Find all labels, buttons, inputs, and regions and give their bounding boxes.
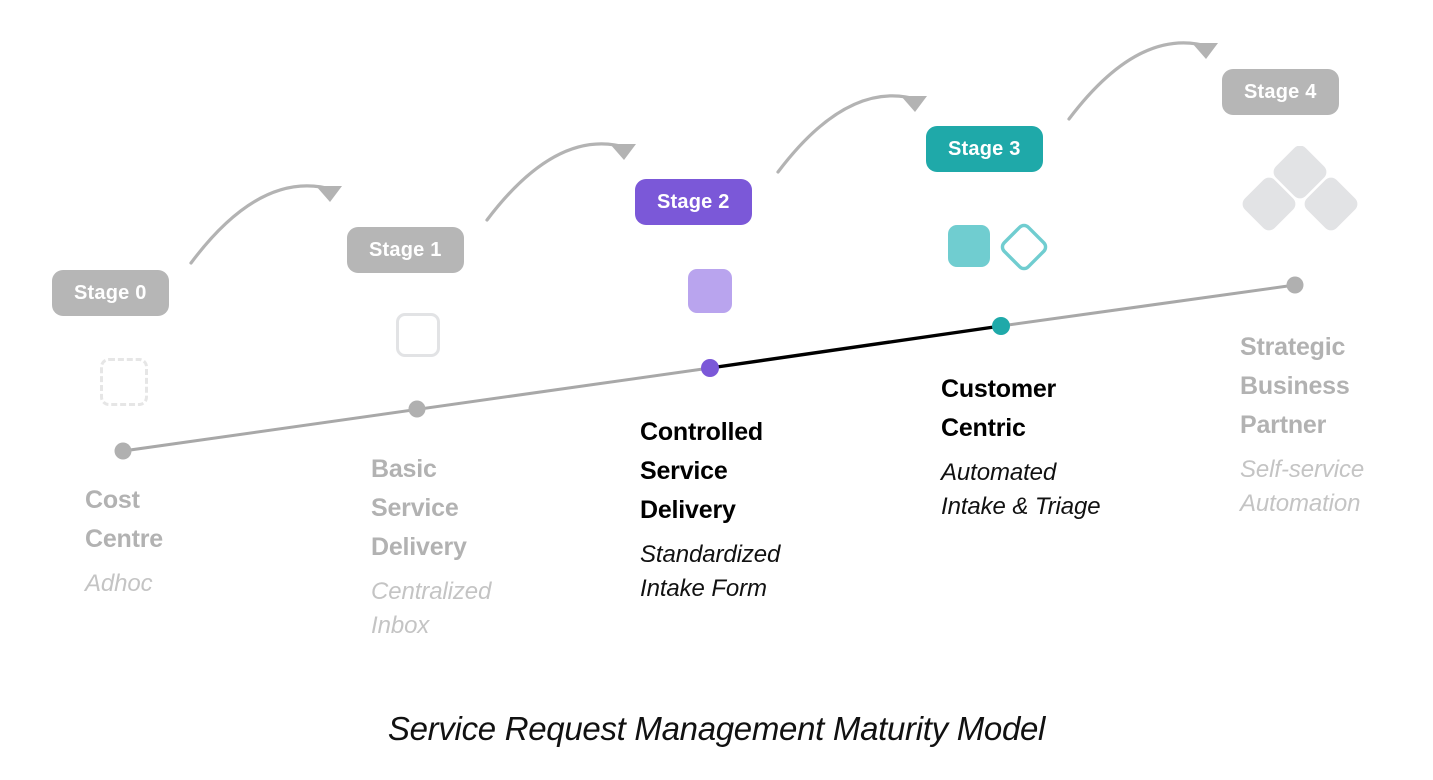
data-point-stage-4 (1286, 276, 1304, 294)
stage-title-0: Cost Centre (85, 486, 163, 553)
stage-badge-4[interactable]: Stage 4 (1222, 69, 1339, 115)
stage-icon-3 (948, 222, 1056, 271)
stage-badge-label: Stage 1 (369, 238, 442, 261)
curved-arrow-2-to-3 (776, 94, 927, 174)
data-point-stage-3 (992, 317, 1010, 335)
dashed-rounded-square-icon (100, 358, 148, 406)
stage-text-0: Cost Centre Adhoc (85, 481, 315, 601)
filled-rounded-square-icon (948, 225, 990, 267)
stage-title-3: Customer Centric (941, 375, 1057, 442)
stage-text-4: Strategic Business Partner Self-service … (1240, 328, 1433, 521)
stage-icon-1 (396, 313, 440, 357)
filled-rounded-square-icon (688, 269, 732, 313)
stage-subtitle-1: Centralized Inbox (371, 578, 492, 639)
data-point-stage-0 (114, 442, 132, 460)
stage-subtitle-4: Self-service Automation (1240, 456, 1365, 517)
stage-badge-label: Stage 0 (74, 281, 147, 304)
stage-text-1: Basic Service Delivery Centralized Inbox (371, 450, 601, 643)
curved-arrow-0-to-1 (189, 184, 342, 265)
stage-badge-2[interactable]: Stage 2 (635, 179, 752, 225)
stage-badge-label: Stage 4 (1244, 80, 1317, 103)
stage-title-1: Basic Service Delivery (371, 455, 467, 561)
outlined-rounded-square-icon (396, 313, 440, 357)
stage-title-4: Strategic Business Partner (1240, 333, 1350, 439)
outlined-diamond-icon (1000, 223, 1048, 271)
stage-subtitle-0: Adhoc (85, 570, 153, 597)
stage-badge-label: Stage 3 (948, 137, 1021, 160)
diagram-caption: Service Request Management Maturity Mode… (387, 710, 1046, 747)
three-diamond-cluster-icon (1242, 145, 1358, 231)
curved-arrow-1-to-2 (485, 142, 636, 222)
data-point-stage-1 (408, 400, 426, 418)
trendline-segment-active (709, 324, 1002, 370)
stage-badge-1[interactable]: Stage 1 (347, 227, 464, 273)
stage-subtitle-2: Standardized Intake Form (640, 541, 781, 602)
curved-arrow-3-to-4 (1067, 41, 1218, 121)
stage-badge-3[interactable]: Stage 3 (926, 126, 1043, 172)
stage-badge-0[interactable]: Stage 0 (52, 270, 169, 316)
stage-subtitle-3: Automated Intake & Triage (941, 459, 1101, 520)
stage-icon-4 (1238, 145, 1358, 246)
stage-title-2: Controlled Service Delivery (640, 418, 763, 524)
stage-badge-label: Stage 2 (657, 190, 730, 213)
stage-text-3: Customer Centric Automated Intake & Tria… (941, 370, 1191, 524)
stage-icon-2 (688, 269, 732, 313)
data-point-stage-2 (701, 359, 719, 377)
trendline-segment-inactive-right (1000, 283, 1296, 328)
stage-icon-0 (100, 358, 148, 406)
stage-text-2: Controlled Service Delivery Standardized… (640, 413, 880, 606)
